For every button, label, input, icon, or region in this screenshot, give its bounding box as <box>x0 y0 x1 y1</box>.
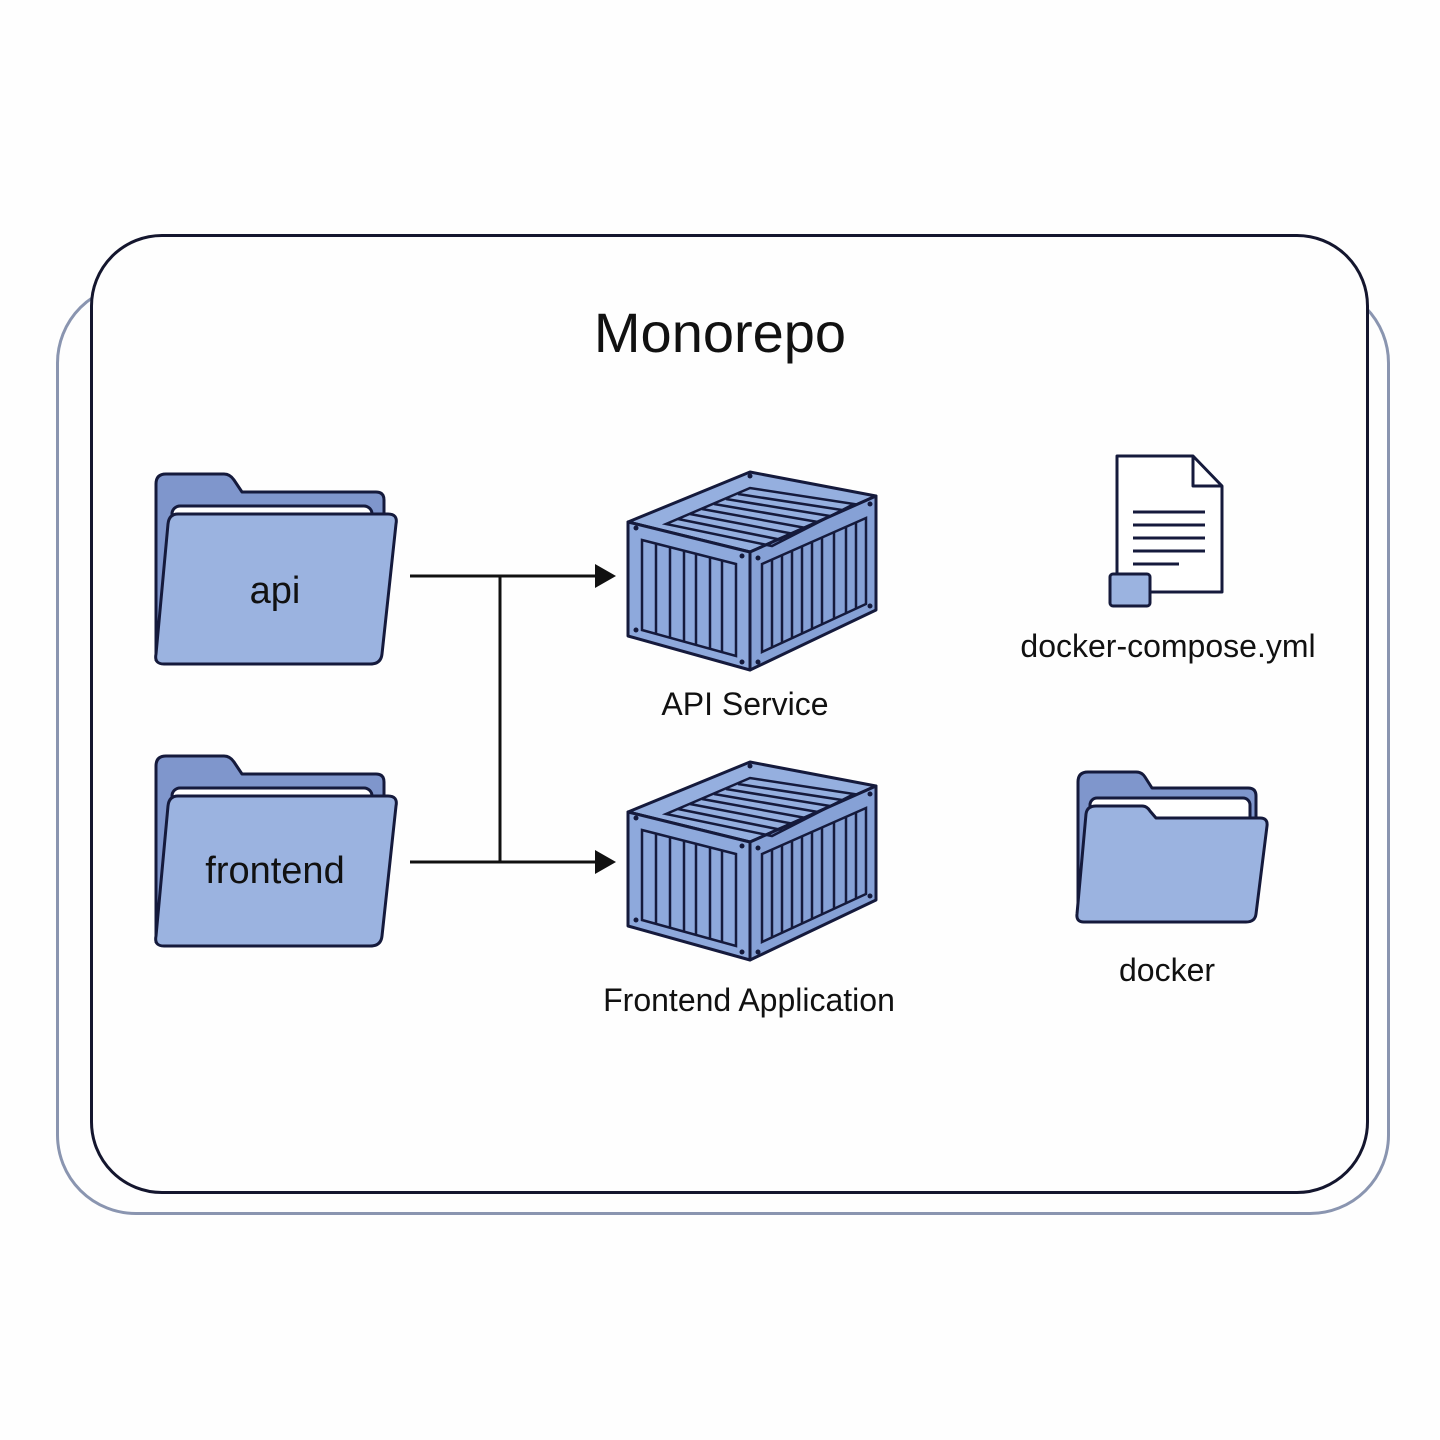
folder-label-api: api <box>249 570 301 612</box>
document-icon[interactable] <box>1104 450 1228 612</box>
file-label-docker-compose: docker-compose.yml <box>1020 628 1316 664</box>
service-label-frontend: Frontend Application <box>603 982 895 1018</box>
folder-label-frontend: frontend <box>205 850 345 892</box>
arrowhead-api-service <box>595 564 616 588</box>
folder-icon[interactable] <box>150 752 402 952</box>
container-icon[interactable] <box>622 756 882 964</box>
folder-icon[interactable] <box>1072 768 1272 928</box>
container-icon[interactable] <box>622 466 882 674</box>
folder-icon[interactable] <box>150 470 402 670</box>
folder-label-docker: docker <box>1118 952 1216 988</box>
monorepo-frame <box>90 234 1369 1194</box>
service-label-api: API Service <box>661 686 829 722</box>
diagram-title: Monorepo <box>593 301 847 364</box>
arrowhead-frontend-application <box>595 850 616 874</box>
